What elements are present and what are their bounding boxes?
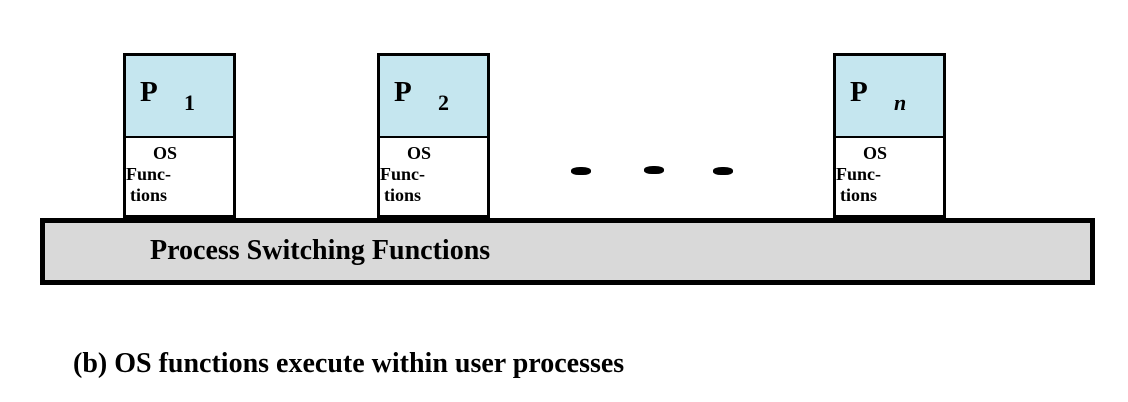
process-label: P — [394, 76, 412, 108]
ellipsis-dot — [713, 167, 733, 175]
process-subscript: 2 — [438, 90, 449, 115]
process-box-1: P 1 OS Func- tions — [123, 53, 236, 218]
os-line: Func- — [836, 164, 881, 184]
process-header-n: P n — [836, 56, 943, 138]
os-line: tions — [840, 185, 878, 205]
ellipsis-dot — [644, 166, 664, 174]
process-subscript: n — [894, 90, 907, 115]
figure-caption: (b) OS functions execute within user pro… — [73, 348, 625, 379]
process-header-1: P 1 — [126, 56, 233, 138]
process-label: P — [850, 76, 868, 108]
os-line: OS — [863, 143, 888, 163]
process-switching-label: Process Switching Functions — [150, 235, 491, 266]
os-functions-text: OS Func- tions — [836, 143, 896, 206]
os-line: OS — [407, 143, 432, 163]
os-functions-text: OS Func- tions — [380, 143, 440, 206]
process-label: P — [140, 76, 158, 108]
os-line: OS — [153, 143, 178, 163]
process-subscript: 1 — [184, 90, 195, 115]
os-line: Func- — [380, 164, 425, 184]
os-line: tions — [130, 185, 168, 205]
ellipsis-dot — [571, 167, 591, 175]
os-line: Func- — [126, 164, 171, 184]
process-header-2: P 2 — [380, 56, 487, 138]
os-functions-text: OS Func- tions — [126, 143, 186, 206]
os-line: tions — [384, 185, 422, 205]
process-box-2: P 2 OS Func- tions — [377, 53, 490, 218]
process-box-n: P n OS Func- tions — [833, 53, 946, 218]
process-switching-bar: Process Switching Functions — [40, 218, 1095, 285]
